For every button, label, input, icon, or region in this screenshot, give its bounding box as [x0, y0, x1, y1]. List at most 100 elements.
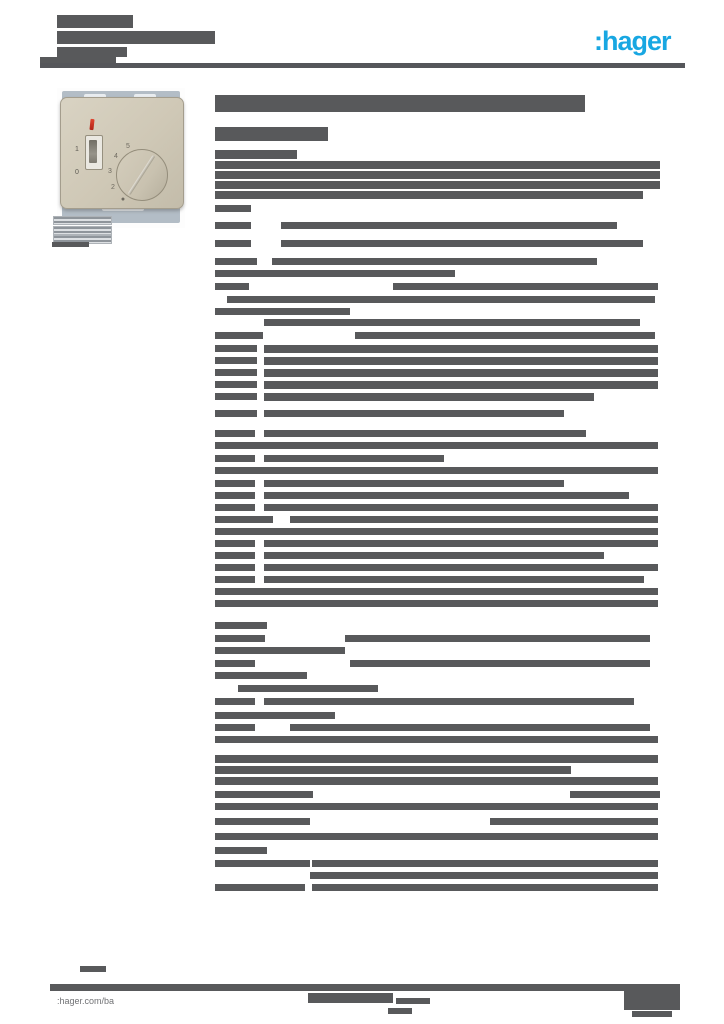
redacted-text-line — [215, 369, 257, 376]
redacted-text-line — [215, 564, 255, 571]
redacted-text-line — [264, 698, 634, 705]
redacted-text-line — [57, 31, 215, 44]
accessory-thumbnail — [53, 216, 112, 225]
redacted-text-line — [215, 552, 255, 559]
switch-scale-label: 1 — [75, 146, 79, 153]
redacted-text-line — [52, 242, 89, 247]
redacted-text-line — [264, 492, 629, 499]
temperature-dial-knob — [116, 149, 168, 201]
redacted-text-line — [215, 308, 350, 315]
footer-link[interactable]: :hager.com/ba — [57, 996, 115, 1006]
redacted-text-line — [240, 528, 658, 535]
redacted-text-line — [215, 818, 310, 825]
redacted-text-line — [215, 635, 265, 642]
redacted-text-line — [396, 998, 430, 1004]
redacted-text-line — [80, 966, 106, 972]
redacted-text-line — [215, 766, 571, 774]
switch-scale-label: 0 — [75, 169, 79, 176]
redacted-text-line — [264, 345, 658, 353]
redacted-text-line — [310, 872, 658, 879]
redacted-text-line — [264, 410, 564, 417]
redacted-text-line — [215, 171, 660, 179]
redacted-text-line — [264, 381, 658, 389]
status-led — [89, 118, 95, 131]
redacted-text-line — [215, 345, 257, 352]
redacted-text-line — [264, 393, 594, 401]
redacted-text-line — [312, 860, 658, 867]
redacted-text-line — [215, 712, 335, 719]
redacted-text-line — [215, 150, 297, 159]
redacted-text-line — [215, 393, 257, 400]
dial-scale-label: 3 — [108, 168, 112, 175]
accessory-thumbnail — [53, 226, 112, 235]
redacted-text-line — [215, 205, 251, 212]
dial-scale-label: 5 — [126, 143, 130, 150]
redacted-text-line — [215, 480, 255, 487]
redacted-text-line — [215, 672, 307, 679]
redacted-text-line — [215, 270, 455, 277]
redacted-text-line — [264, 319, 640, 326]
redacted-text-line — [393, 283, 658, 290]
dial-scale-label: 2 — [111, 184, 115, 191]
redacted-text-line — [264, 552, 604, 559]
redacted-text-line — [215, 442, 255, 449]
redacted-text-line — [215, 847, 267, 854]
redacted-text-line — [215, 222, 251, 229]
redacted-text-line — [215, 833, 658, 840]
redacted-text-line — [264, 504, 658, 511]
redacted-text-line — [40, 57, 116, 63]
redacted-text-line — [215, 455, 255, 462]
redacted-text-line — [215, 161, 660, 169]
redacted-text-line — [264, 369, 658, 377]
redacted-text-line — [215, 736, 658, 743]
redacted-text-line — [264, 430, 586, 437]
redacted-text-line — [215, 803, 658, 810]
rocker-switch — [85, 135, 103, 170]
redacted-text-line — [350, 660, 650, 667]
redacted-text-line — [215, 622, 267, 629]
redacted-text-line — [215, 95, 585, 112]
redacted-text-line — [215, 127, 328, 141]
redacted-text-line — [215, 600, 658, 607]
redacted-text-line — [250, 442, 658, 449]
redacted-text-line — [248, 467, 658, 474]
redacted-text-line — [215, 332, 263, 339]
redacted-text-line — [215, 860, 310, 867]
redacted-text-line — [215, 540, 255, 547]
redacted-text-line — [215, 504, 255, 511]
redacted-text-line — [281, 222, 617, 229]
redacted-text-line — [570, 791, 660, 798]
rocker-switch-slot — [89, 140, 97, 163]
redacted-text-line — [215, 528, 255, 535]
redacted-text-line — [215, 492, 255, 499]
dial-scale-label: ● — [120, 196, 126, 203]
redacted-text-line — [264, 540, 658, 547]
redacted-text-line — [215, 777, 658, 785]
redacted-text-line — [215, 467, 255, 474]
redacted-text-line — [215, 576, 255, 583]
redacted-text-line — [215, 357, 257, 364]
redacted-text-line — [215, 410, 257, 417]
redacted-text-line — [57, 47, 127, 57]
redacted-text-line — [215, 884, 305, 891]
redacted-text-line — [355, 332, 655, 339]
redacted-text-line — [345, 635, 650, 642]
redacted-text-line — [308, 993, 393, 1003]
redacted-text-line — [215, 191, 643, 199]
redacted-text-line — [57, 15, 133, 28]
redacted-text-line — [290, 724, 650, 731]
redacted-text-line — [215, 698, 255, 705]
redacted-text-line — [264, 480, 564, 487]
redacted-text-line — [215, 381, 257, 388]
redacted-text-line — [50, 984, 680, 991]
hager-logo: :hager — [594, 26, 672, 56]
redacted-text-line — [215, 647, 345, 654]
dial-ridge — [127, 154, 156, 196]
redacted-text-line — [215, 283, 249, 290]
redacted-text-line — [215, 516, 273, 523]
redacted-text-line — [215, 240, 251, 247]
header-rule — [40, 63, 685, 68]
redacted-text-line — [490, 818, 658, 825]
